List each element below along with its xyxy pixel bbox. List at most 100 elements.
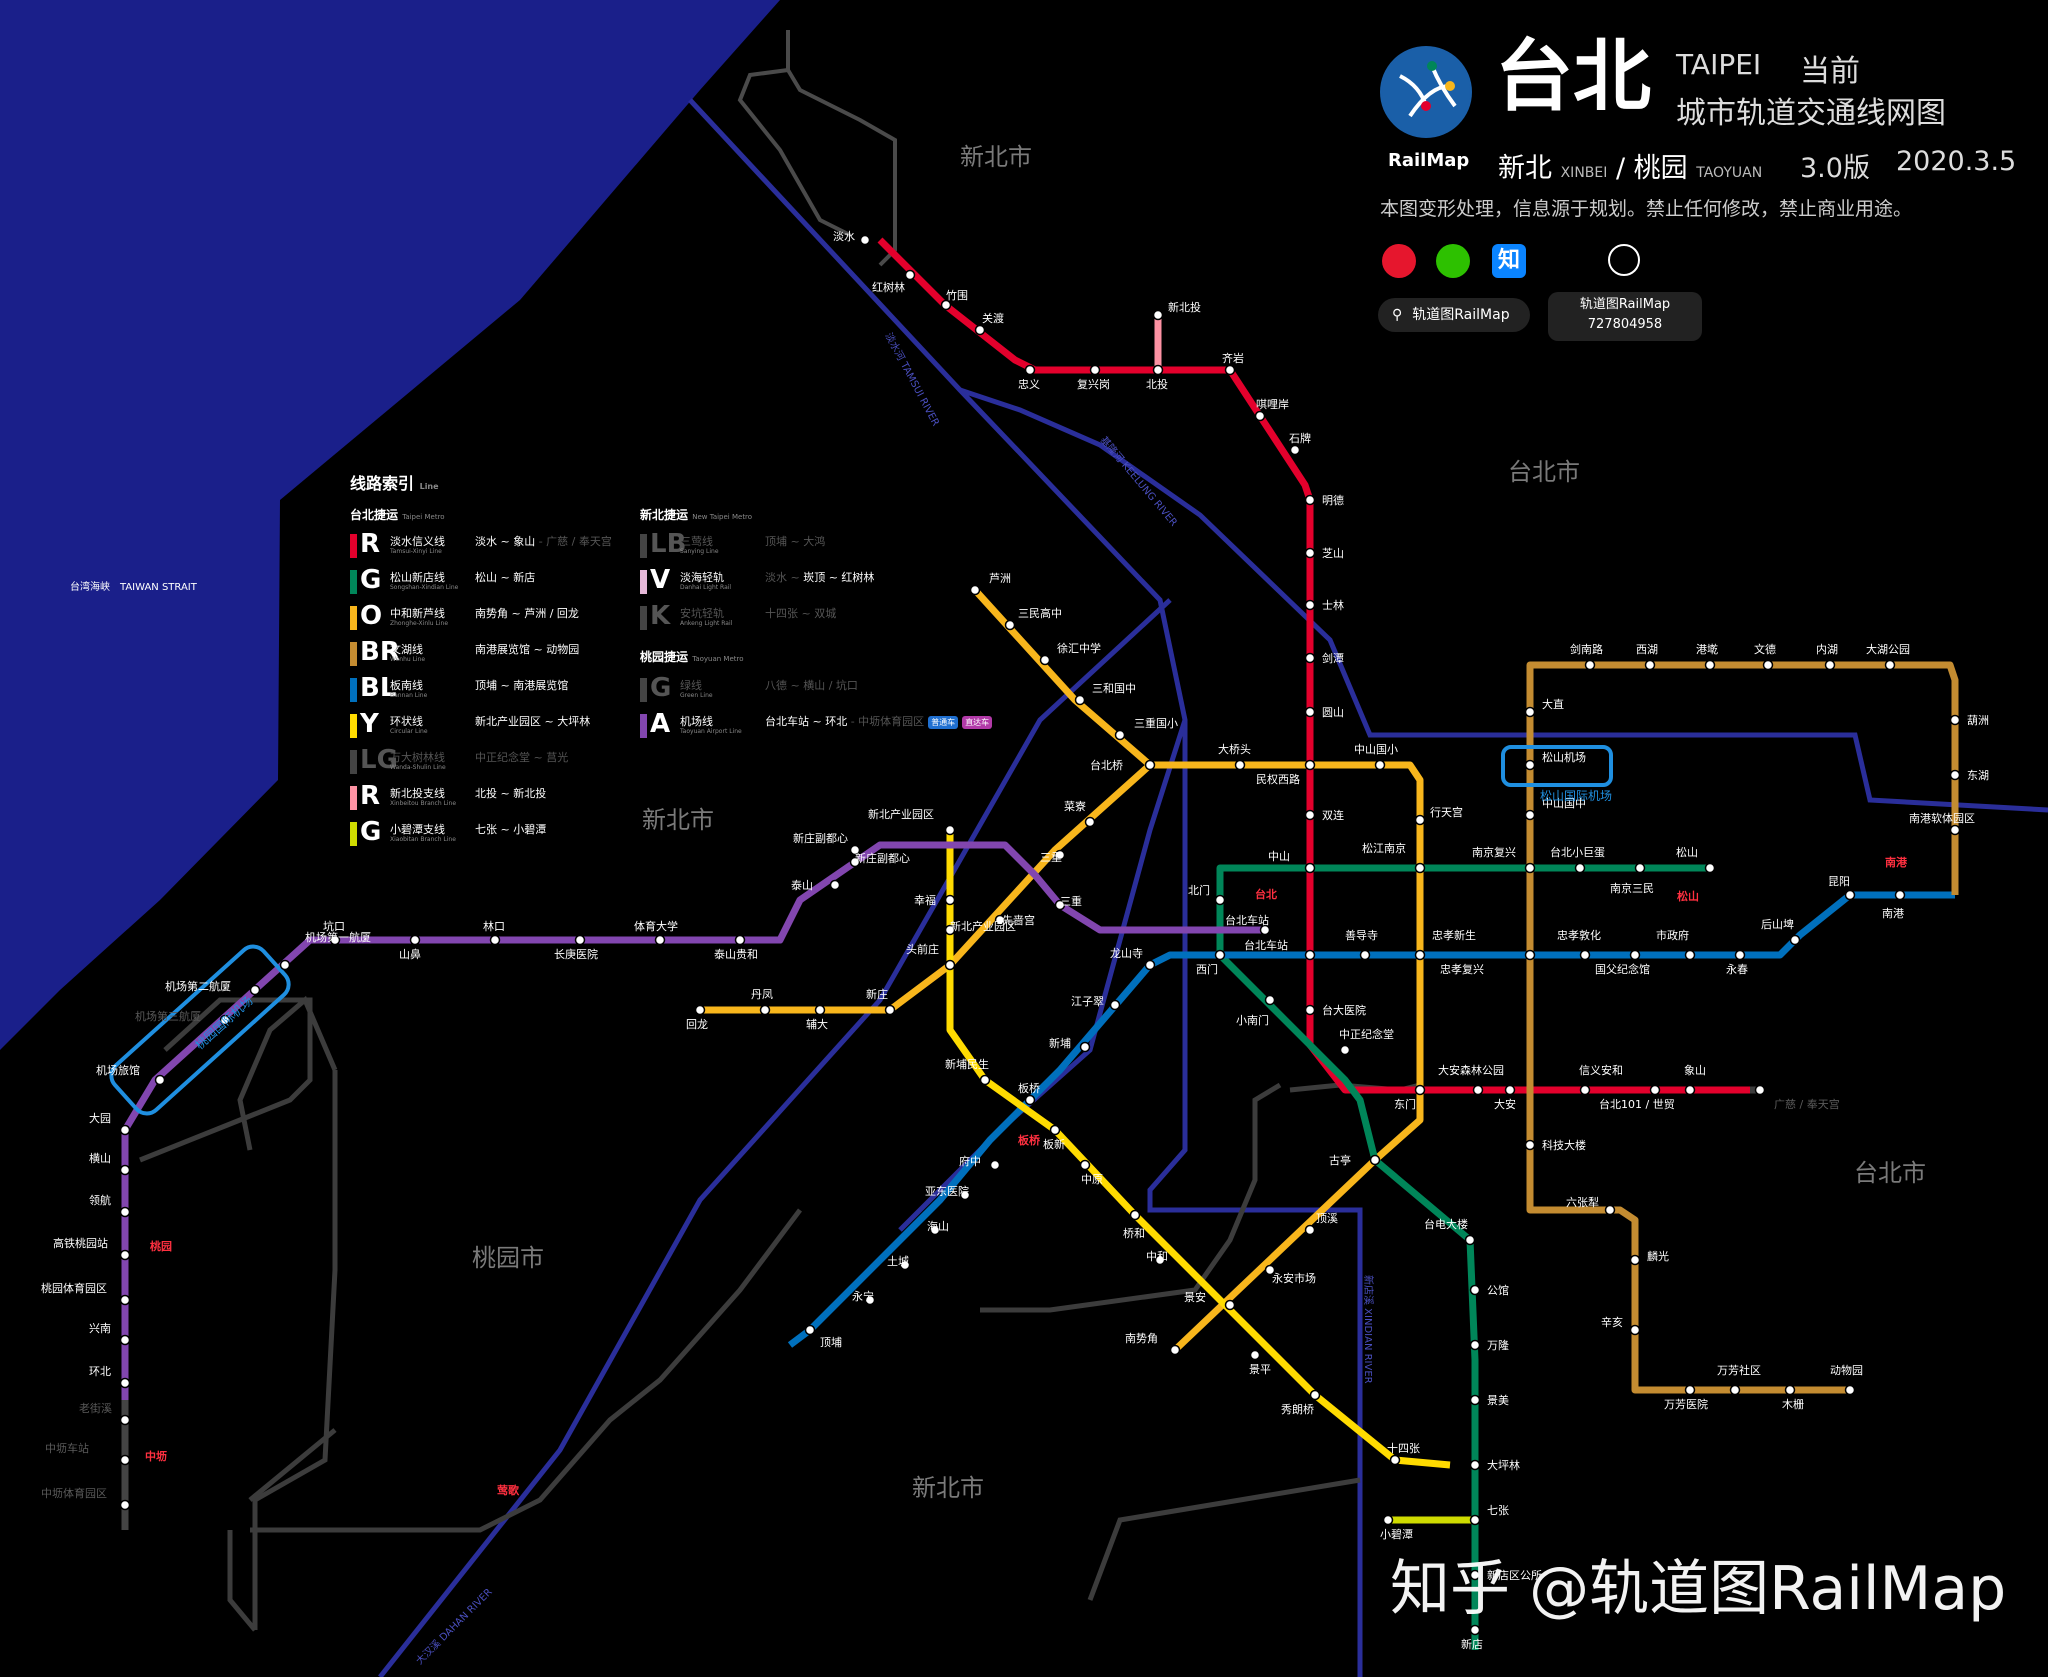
station-label-br-technology[interactable]: 科技大楼 — [1542, 1138, 1586, 1152]
station-dot-a-zhongli[interactable] — [119, 1454, 131, 1466]
station-dot-g-ximen[interactable] — [1214, 949, 1226, 961]
station-label-o-fuda[interactable]: 辅大 — [806, 1017, 828, 1031]
station-dot-bl-fareastern[interactable] — [959, 1189, 971, 1201]
station-dot-y-xingfu[interactable] — [944, 894, 956, 906]
station-dot-bl-xinpu[interactable] — [1079, 1041, 1091, 1053]
station-dot-bl-jiangzicui[interactable] — [1109, 999, 1121, 1011]
station-dot-br-donghu[interactable] — [1949, 769, 1961, 781]
station-dot-g-nanjingfx[interactable] — [1524, 862, 1536, 874]
station-dot-o-fuda[interactable] — [814, 1004, 826, 1016]
station-label-a-huanbei[interactable]: 环北 — [89, 1365, 111, 1378]
station-label-y-xinbeimin[interactable]: 新埔民生 — [945, 1057, 989, 1071]
wechat-icon[interactable] — [1436, 244, 1470, 278]
station-dot-br-neihu[interactable] — [1824, 659, 1836, 671]
station-dot-g-songshan[interactable] — [1704, 862, 1716, 874]
station-dot-y-jingping[interactable] — [1249, 1349, 1261, 1361]
station-label-bl-nangang-exh[interactable]: 南港软体园区 — [1909, 811, 1975, 825]
station-dot-red-guangci[interactable] — [1754, 1084, 1766, 1096]
station-label-o-luzhou[interactable]: 芦洲 — [989, 572, 1011, 585]
station-dot-g-xiaonanmen[interactable] — [1264, 994, 1276, 1006]
station-dot-y-banxin[interactable] — [1049, 1124, 1061, 1136]
station-dot-o-jingan[interactable] — [1224, 1299, 1236, 1311]
station-label-red-xiangshan[interactable]: 象山 — [1684, 1064, 1706, 1077]
station-dot-o-xianse[interactable] — [994, 914, 1006, 926]
station-label-y-xinzhuangfudu[interactable]: 新庄副都心 — [793, 831, 848, 845]
station-label-o-songjiang[interactable]: 松江南京 — [1362, 841, 1406, 855]
station-dot-a-hsr[interactable] — [119, 1249, 131, 1261]
station-dot-red-jiantan[interactable] — [1304, 652, 1316, 664]
station-dot-o-yongan[interactable] — [1264, 1264, 1276, 1276]
station-dot-red-mingde[interactable] — [1304, 494, 1316, 506]
station-dot-a-newindustrial[interactable] — [944, 924, 956, 936]
station-label-g-dapinglin[interactable]: 大坪林 — [1487, 1458, 1520, 1472]
station-dot-o-taipeibridge[interactable] — [1144, 759, 1156, 771]
station-dot-y-xinbeimin[interactable] — [979, 1074, 991, 1086]
station-dot-a-linkou[interactable] — [489, 934, 501, 946]
station-dot-a-huanbei[interactable] — [119, 1377, 131, 1389]
station-dot-red-101[interactable] — [1649, 1084, 1661, 1096]
station-dot-bl-sysmh[interactable] — [1629, 949, 1641, 961]
station-label-red-zhuwei[interactable]: 竹围 — [946, 288, 968, 302]
station-label-red-qiyan[interactable]: 齐岩 — [1222, 351, 1244, 365]
station-label-red-cks[interactable]: 中正纪念堂 — [1339, 1027, 1394, 1041]
station-label-bl-xinpu[interactable]: 新埔 — [1049, 1036, 1071, 1050]
station-label-br-muzha[interactable]: 木栅 — [1782, 1397, 1804, 1411]
station-label-o-nanshijiao[interactable]: 南势角 — [1125, 1332, 1158, 1345]
station-dot-red-ntuh[interactable] — [1304, 1004, 1316, 1016]
station-label-g-xindiandist[interactable]: 新店区公所 — [1487, 1568, 1542, 1582]
station-dot-g-taipeiarena[interactable] — [1574, 862, 1586, 874]
station-label-br-gangqian[interactable]: 港墘 — [1696, 642, 1718, 656]
station-dot-y-shisizhang[interactable] — [1389, 1454, 1401, 1466]
station-label-a-hotel[interactable]: 机场旅馆 — [96, 1063, 140, 1077]
station-label-a-linghang[interactable]: 领航 — [89, 1193, 111, 1207]
station-label-br-wanfang[interactable]: 万芳社区 — [1717, 1363, 1761, 1377]
station-label-br-huzhou[interactable]: 葫洲 — [1967, 714, 1989, 727]
station-label-bl-houshanpi[interactable]: 后山埤 — [1761, 918, 1794, 931]
station-label-red-ntuh[interactable]: 台大医院 — [1322, 1003, 1366, 1017]
station-dot-red-hongshulin[interactable] — [904, 269, 916, 281]
station-label-g-taipeiarena[interactable]: 台北小巨蛋 — [1550, 845, 1605, 859]
station-label-y-xingfu[interactable]: 幸福 — [914, 893, 936, 907]
station-label-o-daqiaotou[interactable]: 大桥头 — [1218, 742, 1251, 756]
station-dot-bl-houshanpi[interactable] — [1789, 934, 1801, 946]
station-dot-g-qizhang[interactable] — [1469, 1514, 1481, 1526]
station-label-a-sports[interactable]: 桃园体育园区 — [41, 1281, 107, 1295]
station-dot-o-nanshijiao[interactable] — [1169, 1344, 1181, 1356]
station-dot-red-shuanglian[interactable] — [1304, 809, 1316, 821]
station-dot-a-sports[interactable] — [119, 1294, 131, 1306]
station-label-o-sanchong-el[interactable]: 三重国小 — [1134, 716, 1178, 730]
station-dot-a-hengshan[interactable] — [119, 1164, 131, 1176]
station-label-o-dingxi[interactable]: 顶溪 — [1316, 1212, 1338, 1225]
station-label-br-songshanairport[interactable]: 松山机场 — [1542, 750, 1586, 764]
station-label-o-sanchong[interactable]: 三重 — [1040, 850, 1062, 864]
station-label-g-songshan[interactable]: 松山 — [1676, 845, 1698, 859]
station-label-br-dahu[interactable]: 大湖公园 — [1866, 642, 1910, 656]
station-label-br-liuzhangli[interactable]: 六张犁 — [1566, 1195, 1599, 1209]
station-label-red-zhongshan[interactable]: 中山 — [1268, 850, 1290, 863]
station-label-o-sanhe[interactable]: 三和国中 — [1092, 682, 1136, 695]
station-label-br-zhongshanjh[interactable]: 中山国中 — [1542, 797, 1586, 810]
station-dot-bl-dingpu[interactable] — [804, 1324, 816, 1336]
station-label-o-huilong[interactable]: 回龙 — [686, 1018, 708, 1031]
weibo-icon[interactable] — [1382, 244, 1416, 278]
station-label-y-zhonghe[interactable]: 中和 — [1146, 1250, 1168, 1263]
station-label-bl-fareastern[interactable]: 亚东医院 — [925, 1184, 969, 1198]
station-label-g-jingmei[interactable]: 景美 — [1487, 1394, 1509, 1407]
station-dot-a-tiyu[interactable] — [654, 934, 666, 946]
station-dot-red-yuanshan[interactable] — [1304, 706, 1316, 718]
station-dot-red-tamsui[interactable] — [859, 234, 871, 246]
station-label-o-touqian[interactable]: 头前庄 — [906, 942, 939, 956]
station-dot-g-xindian[interactable] — [1469, 1624, 1481, 1636]
station-label-bl-jiangzicui[interactable]: 江子翠 — [1071, 995, 1104, 1008]
station-label-o-xuhui[interactable]: 徐汇中学 — [1057, 641, 1101, 655]
station-label-bl-banqiao[interactable]: 板桥 — [1018, 1081, 1040, 1095]
station-label-g-ximen[interactable]: 西门 — [1196, 962, 1218, 976]
station-dot-o-danfeng[interactable] — [759, 1004, 771, 1016]
station-dot-y-zhonghe[interactable] — [1154, 1254, 1166, 1266]
station-label-br-xihu[interactable]: 西湖 — [1636, 643, 1658, 656]
station-label-a-kengkou[interactable]: 坑口 — [323, 919, 345, 933]
station-label-o-zhongxiao[interactable]: 忠孝新生 — [1432, 928, 1476, 942]
station-label-bl-kunyang[interactable]: 昆阳 — [1828, 875, 1850, 888]
station-dot-red-xinyi[interactable] — [1579, 1084, 1591, 1096]
station-dot-bl-haishan[interactable] — [929, 1224, 941, 1236]
